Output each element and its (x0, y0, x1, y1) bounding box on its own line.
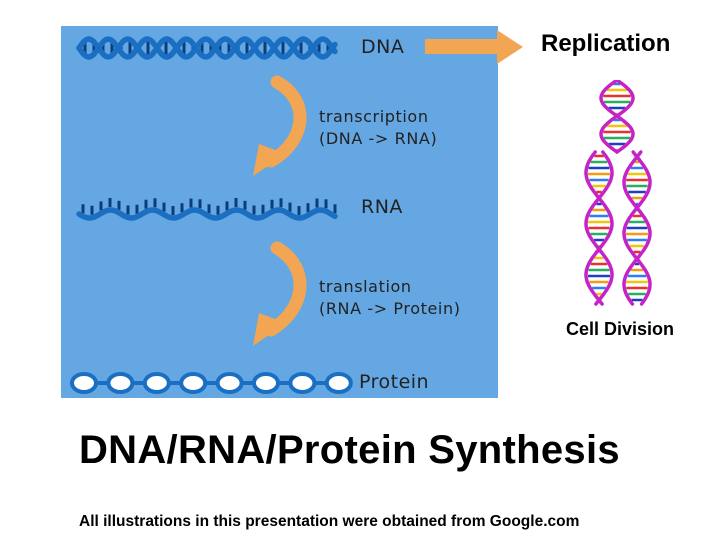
cell-division-label: Cell Division (566, 319, 675, 339)
transcription-detail: (DNA -> RNA) (319, 129, 438, 148)
transcription-label: transcription (319, 107, 429, 126)
replication-arrow-icon (425, 30, 523, 64)
page-title: DNA/RNA/Protein Synthesis (79, 428, 620, 472)
replicating-dna-icon (584, 80, 652, 306)
dna-helix-icon (76, 36, 338, 60)
footnote: All illustrations in this presentation w… (79, 513, 580, 530)
translation-label: translation (319, 277, 412, 296)
rna-label: RNA (361, 196, 403, 218)
central-dogma-illustration (70, 36, 353, 394)
translation-arrow-icon (253, 241, 307, 346)
replication-label: Replication (541, 30, 671, 57)
translation-detail: (RNA -> Protein) (319, 299, 461, 318)
dna-label: DNA (361, 36, 405, 58)
protein-chain-icon (70, 372, 353, 394)
rna-strand-icon (76, 198, 338, 221)
transcription-arrow-icon (253, 75, 307, 176)
protein-label: Protein (359, 371, 430, 393)
central-dogma-panel: DNA transcription (DNA -> RNA) RNA trans… (61, 26, 498, 398)
